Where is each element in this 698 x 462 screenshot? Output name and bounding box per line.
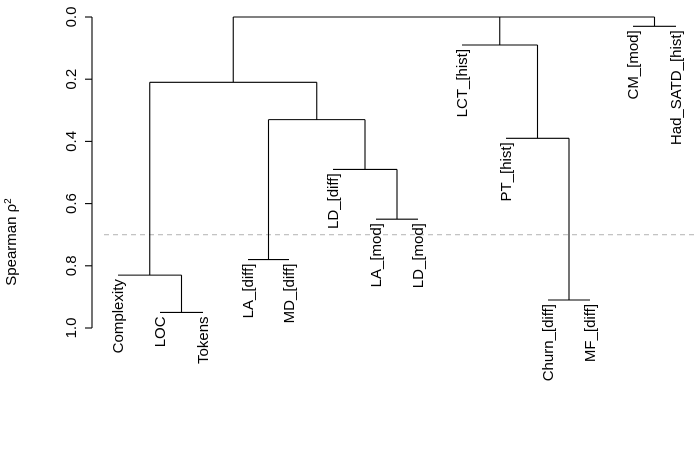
dendrogram-tree [118,16,676,314]
leaf-label: Had_SATD_[hist] [668,30,685,145]
y-tick-label: 1.0 [63,318,80,339]
leaf-label: LD_[diff] [325,173,342,229]
y-axis: 0.0 0.2 0.4 0.6 0.8 1.0 [63,7,93,339]
leaf-label: CM_[mod] [625,30,642,99]
leaf-label: Churn_[diff] [540,304,557,381]
y-axis-label-main: Spearman ρ [3,204,20,286]
leaf-label: LA_[diff] [240,264,257,319]
y-tick-label: 0.6 [63,193,80,214]
leaf-label: LD_[mod] [410,223,427,288]
y-tick-label: 0.2 [63,69,80,90]
y-tick-label: 0.8 [63,255,80,276]
leaf-label: MF_[diff] [582,304,599,362]
leaf-label: Complexity [110,279,127,354]
leaf-label: LCT_[hist] [454,49,471,117]
leaf-label: PT_[hist] [498,142,515,201]
y-axis-label-sup: 2 [3,198,14,204]
leaf-label: Tokens [195,316,212,364]
leaf-labels: Complexity LOC Tokens LA_[diff] MD_[diff] LD_… [110,30,685,381]
leaf-label: LA_[mod] [368,223,385,287]
y-axis-label: Spearman ρ2 [3,198,21,286]
leaf-label: LOC [152,316,169,347]
leaf-label: MD_[diff] [281,264,298,324]
y-tick-label: 0.0 [63,7,80,28]
y-tick-label: 0.4 [63,131,80,152]
